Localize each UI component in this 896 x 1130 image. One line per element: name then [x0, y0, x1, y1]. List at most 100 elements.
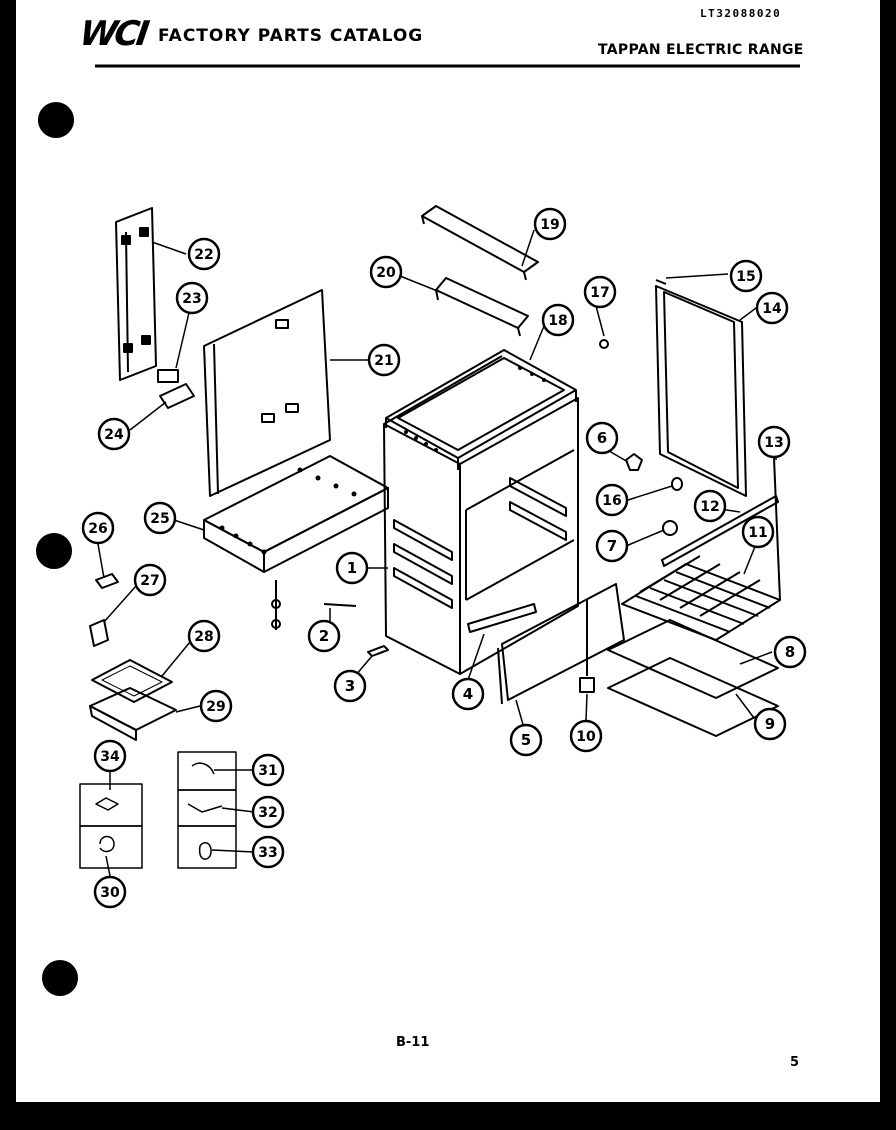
callout-33: 33: [251, 835, 285, 869]
part-leveling-leg: [579, 600, 595, 693]
callout-circle: [187, 619, 221, 653]
callout-circle: [81, 511, 115, 545]
callout-number: 30: [100, 885, 120, 901]
callout-circle: [369, 255, 403, 289]
part-vent-strip: [661, 495, 779, 567]
callout-number: 3: [345, 677, 355, 695]
callout-number: 12: [700, 499, 719, 515]
binder-hole-bottom: [42, 960, 78, 996]
binder-hole-middle: [36, 533, 72, 569]
part-main-body: [383, 355, 579, 675]
catalog-title: FACTORY PARTS CATALOG: [158, 26, 424, 46]
part-pin: [323, 603, 357, 607]
part-bottom-tray: [203, 455, 389, 630]
callout-number: 5: [521, 731, 531, 749]
callout-4: 4: [451, 677, 485, 711]
callout-8: 8: [773, 635, 807, 669]
callout-number: 8: [785, 643, 795, 661]
part-oven-bottom: [607, 619, 779, 699]
callout-2: 2: [307, 619, 341, 653]
callout-circle: [93, 875, 127, 909]
callout-circle: [693, 489, 727, 523]
callout-17: 17: [583, 275, 617, 309]
part-trim-strip: [773, 457, 781, 601]
callout-number: 22: [194, 247, 213, 263]
callout-circle: [755, 291, 789, 325]
callout-circle: [533, 207, 567, 241]
callout-number: 19: [540, 217, 559, 233]
callout-circle: [187, 237, 221, 271]
part-drawer-front: [501, 583, 625, 701]
callout-12: 12: [693, 489, 727, 523]
callout-13: 13: [757, 425, 791, 459]
part-grommet: [671, 477, 683, 491]
callout-circle: [583, 275, 617, 309]
callout-circle: [335, 551, 369, 585]
callout-circle: [753, 707, 787, 741]
part-side-panel: [115, 207, 157, 381]
callout-19: 19: [533, 207, 567, 241]
catalog-page: [16, 0, 880, 1102]
callout-9: 9: [753, 707, 787, 741]
callout-number: 15: [736, 269, 755, 285]
callout-circle: [451, 677, 485, 711]
part-broiler-pan: [89, 687, 177, 741]
callout-circle: [595, 529, 629, 563]
callout-number: 11: [748, 525, 767, 541]
callout-number: 2: [319, 627, 329, 645]
part-drawer-slide: [467, 603, 537, 633]
part-oven-rack: [621, 555, 781, 641]
callout-6: 6: [585, 421, 619, 455]
part-rear-panel: [203, 289, 331, 497]
callout-14: 14: [755, 291, 789, 325]
callout-circle: [333, 669, 367, 703]
callout-23: 23: [175, 281, 209, 315]
detail-boxes: [79, 751, 237, 869]
callout-number: 17: [590, 285, 609, 301]
callout-circle: [569, 719, 603, 753]
callout-31: 31: [251, 753, 285, 787]
callout-32: 32: [251, 795, 285, 829]
part-bracket: [157, 369, 195, 409]
part-knob: [662, 520, 678, 536]
corner-number: 5: [790, 1055, 800, 1070]
part-top-trim: [421, 205, 539, 281]
callout-22: 22: [187, 237, 221, 271]
callout-circle: [595, 483, 629, 517]
callout-29: 29: [199, 689, 233, 723]
callout-number: 33: [258, 845, 277, 861]
callout-number: 10: [576, 729, 596, 745]
callout-28: 28: [187, 619, 221, 653]
callout-number: 16: [602, 493, 621, 509]
callout-number: 21: [374, 353, 393, 369]
callout-number: 34: [100, 749, 120, 765]
callout-number: 9: [765, 715, 775, 733]
callout-3: 3: [333, 669, 367, 703]
callout-circle: [133, 563, 167, 597]
callout-number: 27: [140, 573, 159, 589]
callout-number: 29: [206, 699, 225, 715]
part-clip: [625, 453, 643, 471]
callout-circle: [585, 421, 619, 455]
callout-number: 24: [104, 427, 124, 443]
page-number: B-11: [396, 1035, 430, 1050]
callout-24: 24: [97, 417, 131, 451]
callout-7: 7: [595, 529, 629, 563]
callout-number: 4: [463, 685, 473, 703]
part-trim-channel: [435, 277, 529, 337]
callout-circle: [97, 417, 131, 451]
callout-number: 25: [150, 511, 169, 527]
callout-number: 28: [194, 629, 213, 645]
callout-circle: [729, 259, 763, 293]
callout-circle: [251, 753, 285, 787]
callout-circle: [143, 501, 177, 535]
callout-20: 20: [369, 255, 403, 289]
callout-5: 5: [509, 723, 543, 757]
callout-number: 14: [762, 301, 782, 317]
part-screw-3: [367, 645, 389, 657]
callout-number: 18: [548, 313, 567, 329]
callout-number: 23: [182, 291, 201, 307]
callout-30: 30: [93, 875, 127, 909]
callout-circle: [93, 739, 127, 773]
callout-circle: [367, 343, 401, 377]
